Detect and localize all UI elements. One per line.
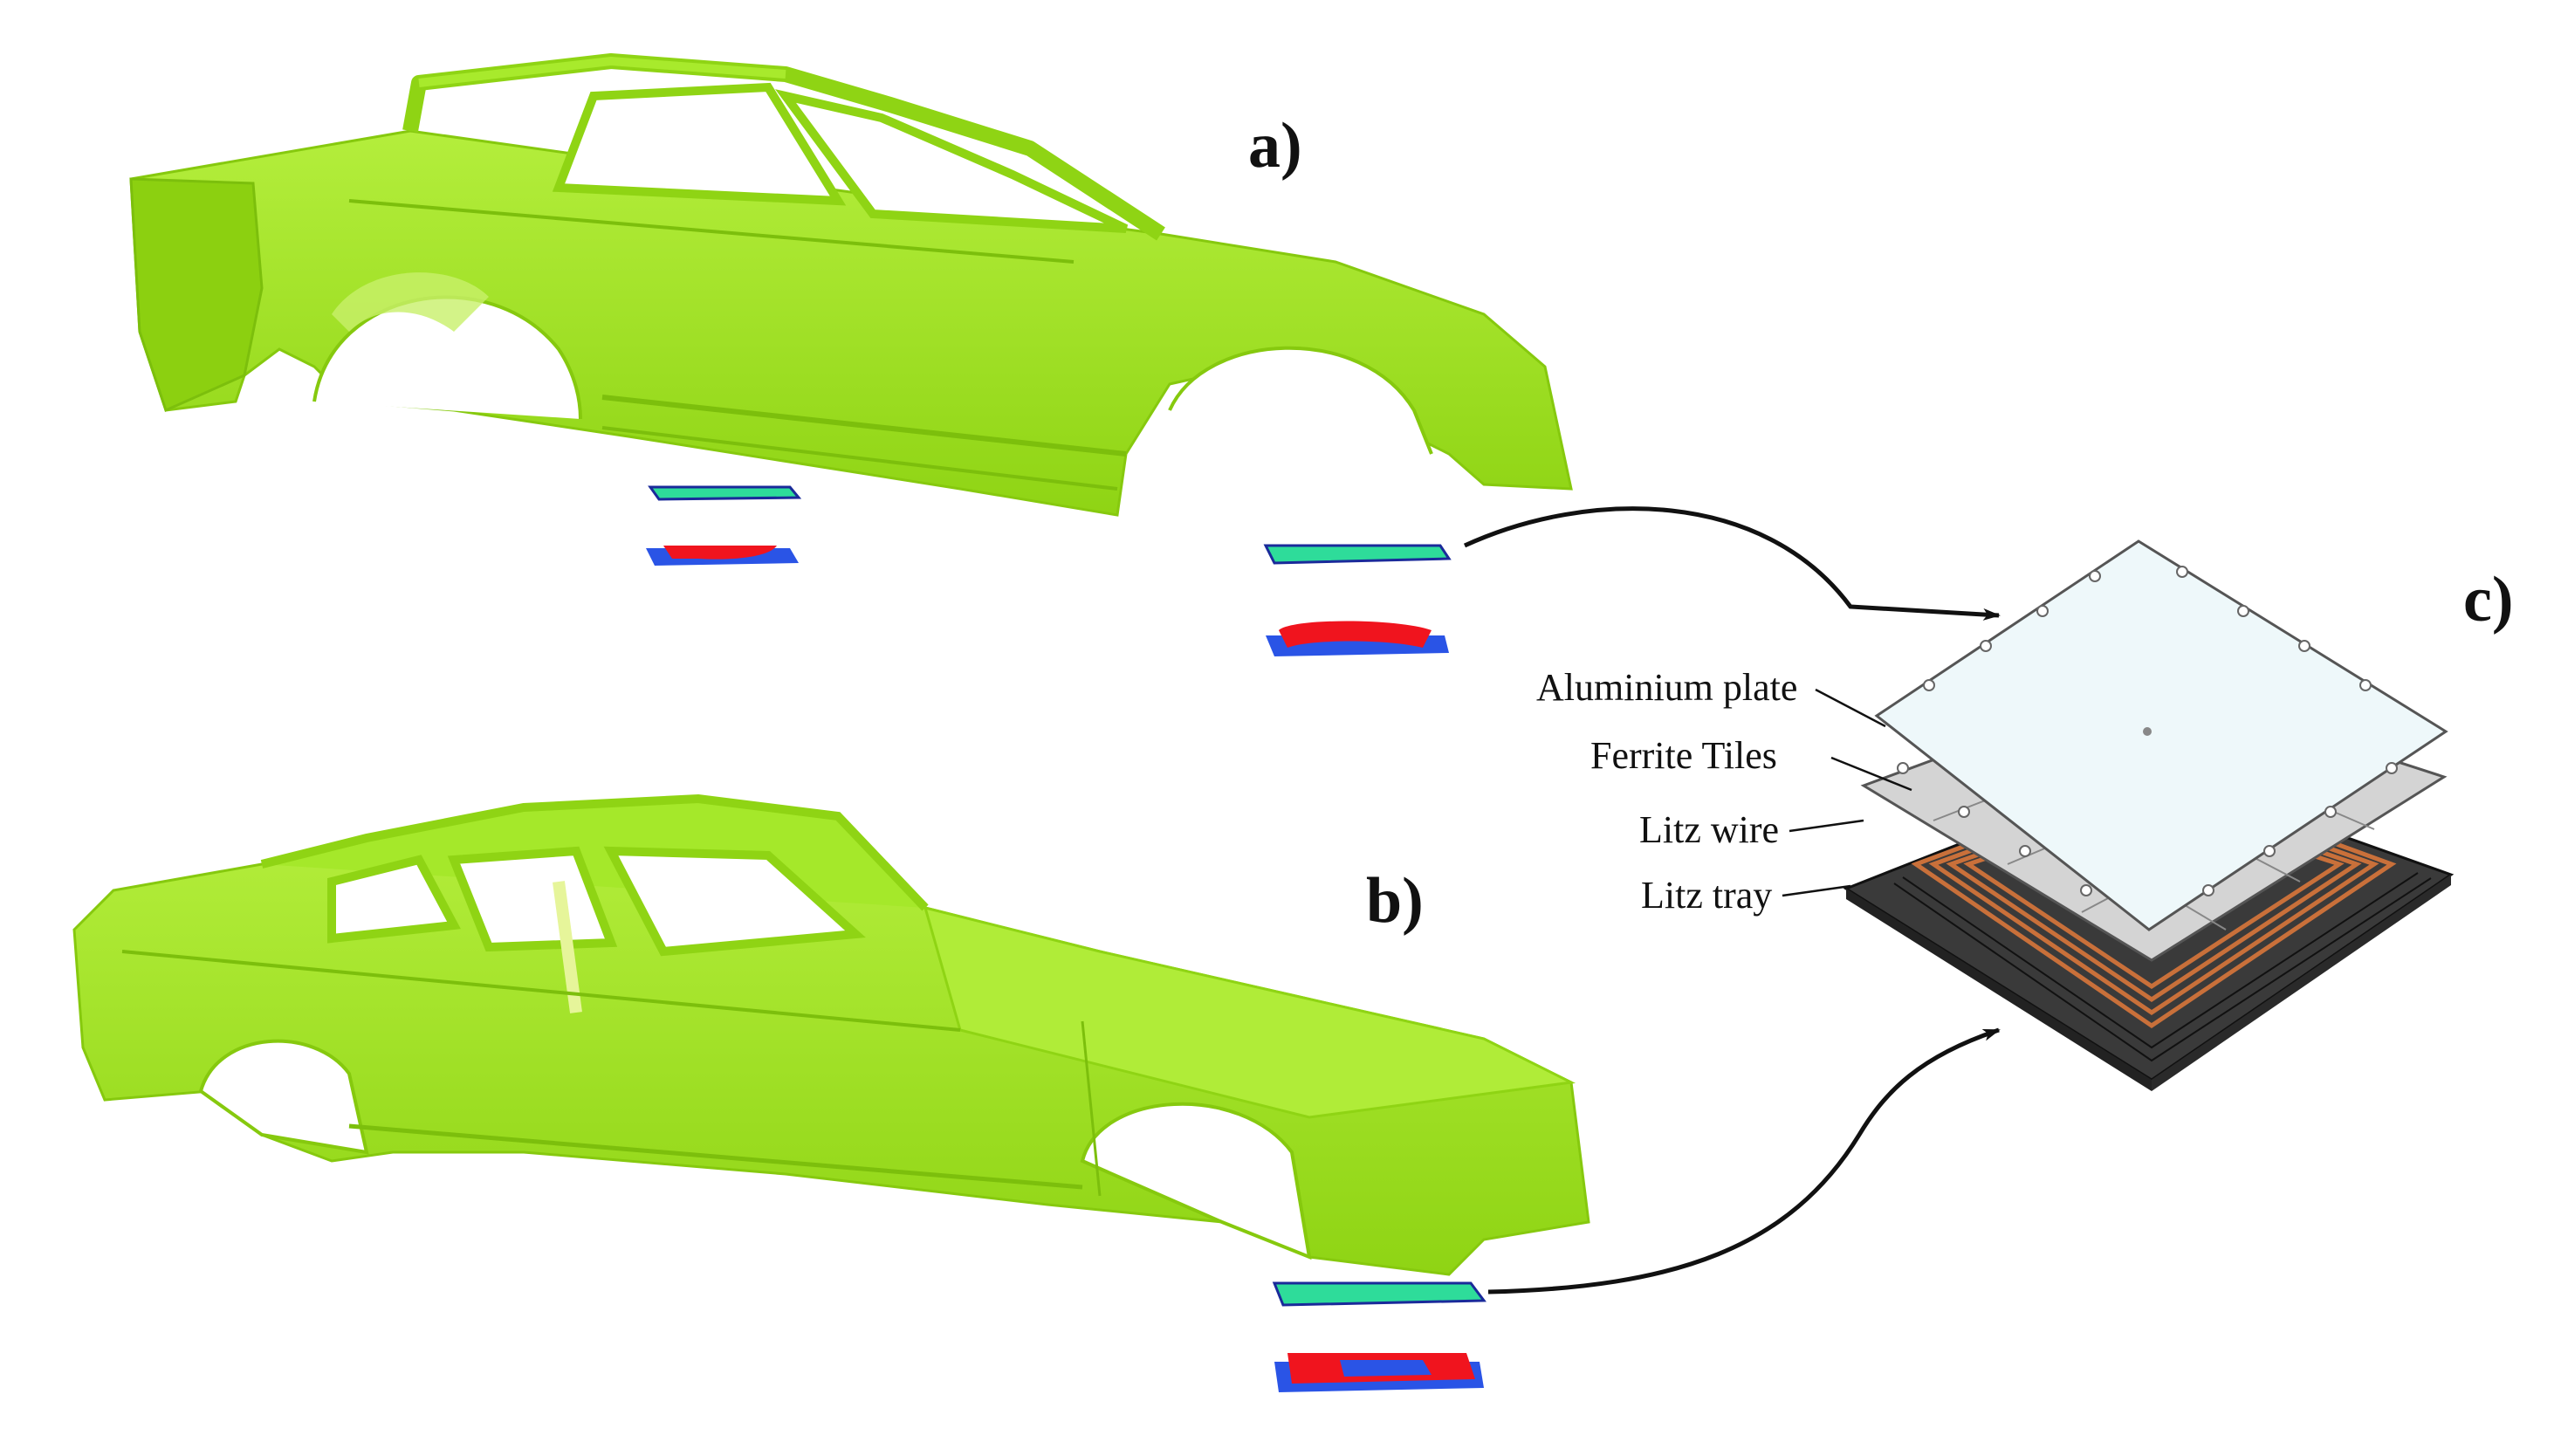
car-a-pad-left bbox=[646, 485, 802, 566]
callout-leaders bbox=[1782, 688, 1912, 897]
callout-ferrite-tiles: Ferrite Tiles bbox=[1590, 734, 1777, 777]
car-a-pad-right bbox=[1263, 544, 1452, 656]
car-a-body bbox=[129, 53, 1573, 517]
callout-litz-tray: Litz tray bbox=[1641, 874, 1773, 917]
arrow-top bbox=[1463, 506, 2001, 621]
arrow-bottom bbox=[1487, 1027, 2001, 1295]
panel-label-c: c) bbox=[2463, 564, 2514, 635]
car-b-body bbox=[72, 793, 1590, 1276]
callout-aluminium-plate: Aluminium plate bbox=[1536, 666, 1798, 709]
pad-assembly bbox=[1843, 539, 2455, 1091]
car-b-pad bbox=[1272, 1281, 1486, 1392]
panel-label-a: a) bbox=[1248, 110, 1302, 182]
panel-label-b: b) bbox=[1366, 865, 1424, 937]
callout-litz-wire: Litz wire bbox=[1639, 808, 1780, 851]
